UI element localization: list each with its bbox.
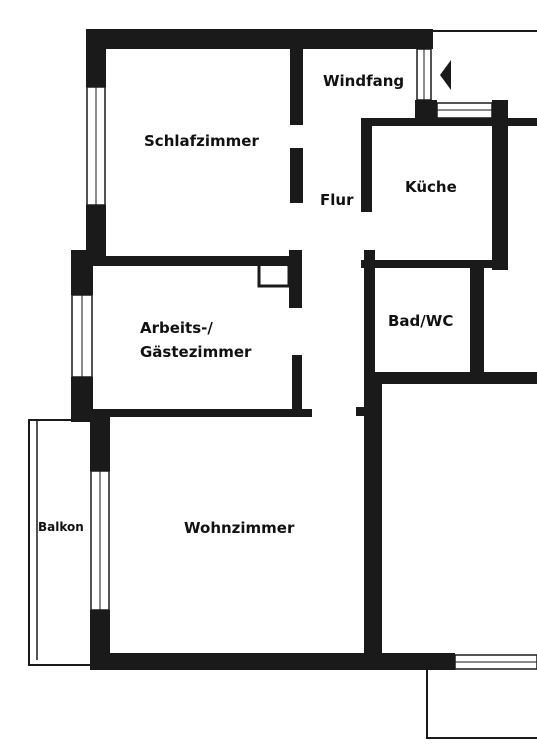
- wall-top-exterior: [86, 29, 431, 49]
- label-gaestezimmer: Gästezimmer: [140, 343, 252, 361]
- label-balkon: Balkon: [38, 520, 84, 534]
- thin-lines: [28, 30, 537, 739]
- wall-bottom-exterior: [90, 653, 455, 670]
- wall-bedroom-east-lower: [290, 148, 303, 203]
- wall-bath-bottom: [364, 372, 537, 384]
- wall-office-east-lower: [292, 355, 302, 415]
- walls: [71, 29, 537, 670]
- label-schlafzimmer: Schlafzimmer: [144, 132, 259, 150]
- windows: [71, 48, 537, 670]
- wall-left-bedroom-upper: [86, 29, 106, 87]
- wall-office-east-upper: [289, 250, 302, 308]
- wall-left-bedroom-lower: [86, 205, 106, 260]
- label-wohnzimmer: Wohnzimmer: [184, 519, 295, 537]
- wall-kitchen-west: [361, 118, 372, 212]
- wall-kitchen-east: [492, 100, 508, 270]
- wall-left-office-upper: [71, 250, 93, 295]
- wall-bedroom-east-upper: [290, 45, 303, 125]
- wall-kitchen-top: [361, 118, 537, 126]
- label-arbeits: Arbeits-/: [140, 319, 213, 337]
- wall-bath-west: [364, 250, 375, 373]
- label-windfang: Windfang: [323, 72, 404, 90]
- shaft-box: [257, 262, 291, 288]
- balcony-outline: [28, 419, 90, 666]
- wall-entrance-block: [415, 100, 437, 126]
- label-bad-wc: Bad/WC: [388, 312, 453, 330]
- wall-left-office-lower: [71, 377, 93, 422]
- wall-left-living-upper: [90, 414, 110, 471]
- wall-bedroom-office: [90, 256, 300, 266]
- wall-door-stop: [356, 407, 365, 416]
- entrance-arrow-icon: [440, 60, 451, 90]
- wall-right-living: [364, 382, 382, 670]
- wall-office-living: [90, 409, 312, 417]
- wall-entrance-pillar: [415, 29, 433, 49]
- label-kueche: Küche: [405, 178, 457, 196]
- right-lower-outline: [426, 670, 537, 739]
- wall-kitchen-bath: [361, 260, 501, 268]
- wall-bath-east: [470, 260, 484, 375]
- room-labels: Windfang Schlafzimmer Flur Küche Bad/WC …: [38, 72, 457, 537]
- label-flur: Flur: [320, 191, 354, 209]
